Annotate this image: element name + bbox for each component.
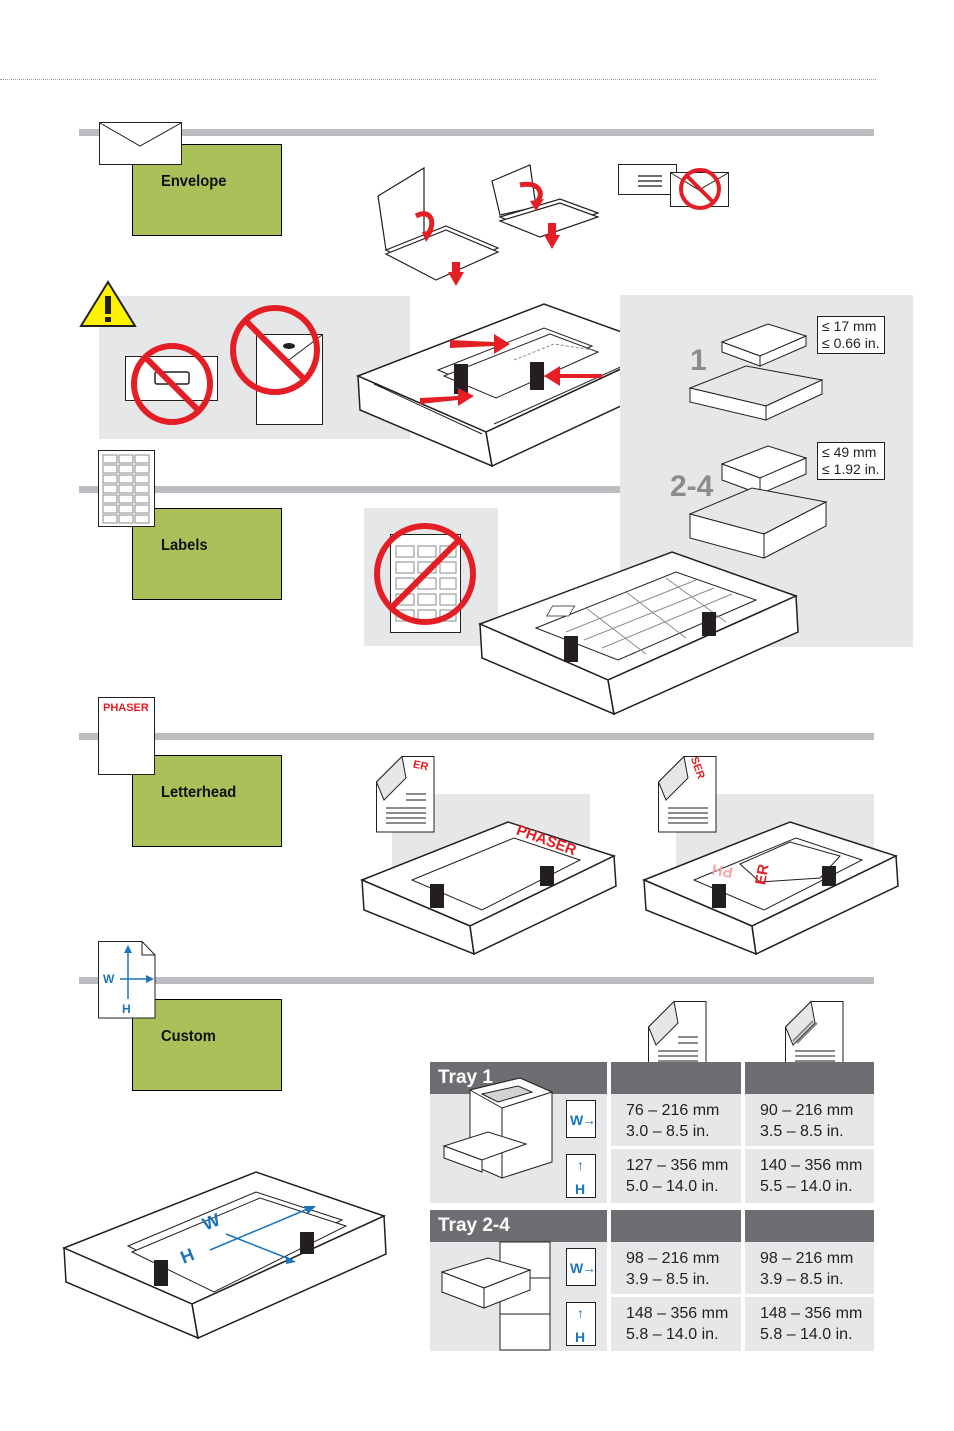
warning-icon	[79, 280, 137, 327]
custom-size-icon	[98, 941, 156, 1019]
envelope-label: Envelope	[161, 173, 227, 190]
top-dotted-rule	[0, 79, 876, 80]
tray24-capacity-mm: ≤ 49 mm	[822, 444, 877, 460]
tray24-faceup-header	[611, 1210, 741, 1242]
tray1-width-icon: W →	[566, 1100, 596, 1138]
tray24-table-header: Tray 2-4	[430, 1210, 607, 1242]
faceup-sheet-column-icon	[647, 1000, 707, 1077]
tray1-capacity-mm: ≤ 17 mm	[822, 318, 877, 334]
envelope-flap-illustration-1	[377, 166, 500, 286]
custom-icon-w: W	[103, 972, 115, 986]
section-rule-labels	[79, 486, 620, 493]
letterhead-label-box: Letterhead	[132, 755, 282, 847]
tray24-stack-illustration	[688, 445, 828, 559]
tray1-title: Tray 1	[438, 1067, 493, 1088]
tray1-illustration-cell: W → ↑ H	[430, 1077, 607, 1203]
letterhead-facedown-sheet-icon	[657, 755, 717, 833]
envelope-icon	[99, 122, 182, 165]
section-rule-letterhead	[79, 733, 874, 740]
tray1-facedown-header	[745, 1062, 874, 1094]
facedown-sheet-column-icon	[784, 1000, 844, 1077]
custom-tray-illustration	[62, 1171, 387, 1340]
letterhead-tray24-text: PH	[710, 860, 735, 881]
tray24-width-icon: W →	[566, 1248, 596, 1286]
printer-illustration	[442, 1077, 554, 1179]
clasp-envelope-prohibited-icon	[230, 305, 323, 425]
custom-icon-h: H	[122, 1002, 131, 1016]
labels-label: Labels	[161, 537, 208, 554]
tray1-capacity-in: ≤ 0.66 in.	[822, 335, 880, 351]
tray24-capacity-box: ≤ 49 mm ≤ 1.92 in.	[817, 442, 885, 480]
letterhead-label: Letterhead	[161, 784, 237, 801]
labels-tray-illustration	[478, 551, 799, 716]
letterhead-tray24-text-2: ER	[752, 862, 773, 887]
tray24-illustration-cell: W → ↑ H	[430, 1241, 607, 1351]
custom-label: Custom	[161, 1028, 216, 1045]
section-rule-envelope	[79, 129, 874, 136]
tray24-capacity-in: ≤ 1.92 in.	[822, 461, 880, 477]
tray24-printer-illustration	[440, 1241, 551, 1351]
letterhead-tray1-illustration	[360, 821, 617, 956]
letterhead-icon: PHASER	[98, 697, 155, 775]
peeled-label-sheet-prohibited-icon	[374, 523, 476, 633]
labels-label-box: Labels	[132, 508, 282, 600]
tray24-height-icon: ↑ H	[566, 1302, 596, 1346]
tray1-height-icon: ↑ H	[566, 1154, 596, 1198]
tray1-capacity-box: ≤ 17 mm ≤ 0.66 in.	[817, 316, 885, 354]
tray1-faceup-header	[611, 1062, 741, 1094]
custom-label-box: Custom	[132, 999, 282, 1091]
tray24-number: 2-4	[670, 470, 714, 503]
tray1-stack-illustration	[688, 323, 824, 421]
envelope-orientation-prohibited-icon	[618, 164, 729, 210]
letterhead-faceup-sheet-icon	[375, 755, 435, 833]
letterhead-icon-text: PHASER	[103, 702, 149, 714]
letterhead-tray24-illustration	[642, 821, 899, 956]
section-rule-custom	[79, 977, 874, 984]
window-envelope-prohibited-icon	[125, 343, 218, 425]
tray1-number: 1	[690, 344, 707, 377]
envelope-flap-illustration-2	[491, 164, 600, 249]
label-sheet-icon	[98, 450, 155, 527]
tray24-title: Tray 2-4	[438, 1215, 510, 1236]
envelope-label-box: Envelope	[132, 144, 282, 236]
tray24-facedown-header	[745, 1210, 874, 1242]
